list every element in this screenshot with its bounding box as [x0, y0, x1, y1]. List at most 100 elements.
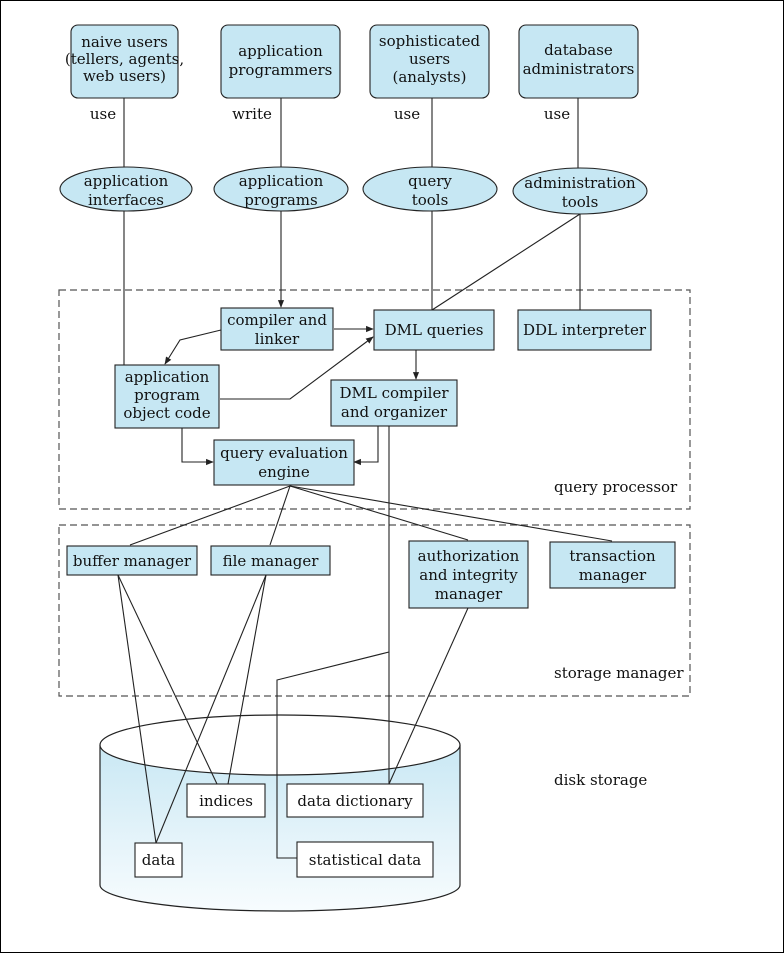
box-ddl-interpreter: DDL interpreter — [517, 309, 652, 351]
label-line: administrators — [523, 60, 635, 78]
label-line: tools — [562, 193, 599, 211]
label-line: manager — [579, 566, 647, 584]
label-line: administration — [524, 174, 636, 192]
label-line: application — [238, 42, 323, 60]
box-dml-queries: DML queries — [373, 309, 495, 351]
label-line: (tellers, agents, — [65, 50, 184, 68]
label-line: DDL interpreter — [523, 321, 647, 339]
label-line: DML queries — [385, 321, 484, 339]
label-line: compiler and — [227, 311, 327, 329]
label-data: data — [142, 851, 176, 869]
label-line: database — [544, 41, 613, 59]
edge-engine-to-transaction — [289, 485, 613, 542]
label-dml-queries: DML queries — [385, 321, 484, 339]
box-data-dictionary: data dictionary — [286, 783, 424, 818]
user-naive-users: naive users(tellers, agents,web users) — [65, 24, 184, 99]
label-line: transaction — [569, 547, 656, 565]
label-line: query — [408, 172, 452, 190]
label-line: web users) — [83, 67, 166, 85]
label-line: and organizer — [341, 403, 448, 421]
storage-manager-region — [58, 524, 691, 697]
label-line: tools — [412, 191, 449, 209]
edge-auth-to-datadictionary — [388, 607, 469, 785]
label-statistical-data: statistical data — [309, 851, 421, 869]
label-query-processor: query processor — [554, 478, 678, 496]
label-line: data — [142, 851, 176, 869]
label-line: application — [84, 172, 169, 190]
edge-objectcode-to-engine — [181, 428, 214, 466]
edge-file-to-indices — [227, 574, 267, 785]
label-disk-storage: disk storage — [554, 771, 647, 789]
label-line: program — [134, 386, 200, 404]
edge-label-use-3: use — [544, 105, 570, 123]
edge-buffer-to-indices — [117, 574, 218, 785]
label-line: naive users — [81, 33, 168, 51]
edge-engine-to-auth — [289, 485, 469, 541]
label-line: (analysts) — [393, 68, 467, 86]
label-indices: indices — [199, 792, 253, 810]
query-processor-region — [58, 289, 691, 510]
edge-label-write: write — [232, 105, 272, 123]
edge-compiler-to-objectcode — [164, 329, 222, 365]
edge-label-use-1: use — [90, 105, 116, 123]
label-line: engine — [258, 463, 310, 481]
label-line: linker — [255, 330, 300, 348]
label-line: application — [125, 368, 210, 386]
label-line: users — [409, 50, 450, 68]
label-line: file manager — [223, 552, 320, 570]
label-ddl-interpreter: DDL interpreter — [523, 321, 647, 339]
label-line: programs — [244, 191, 317, 209]
label-line: sophisticated — [379, 32, 481, 50]
label-line: statistical data — [309, 851, 421, 869]
label-line: data dictionary — [297, 792, 413, 810]
label-line: application — [239, 172, 324, 190]
label-line: buffer manager — [73, 552, 192, 570]
label-data-dictionary: data dictionary — [297, 792, 413, 810]
edge-buffer-to-data — [117, 574, 157, 844]
edge-label-use-2: use — [394, 105, 420, 123]
box-file-manager: file manager — [210, 545, 331, 576]
edge-engine-to-file — [269, 485, 291, 546]
edge-dmlcompiler-to-engine — [353, 426, 379, 466]
label-storage-manager: storage manager — [554, 664, 684, 682]
label-file-manager: file manager — [223, 552, 320, 570]
edge-admintools-to-dml — [431, 213, 581, 311]
edge-file-to-data — [155, 574, 267, 844]
label-buffer-manager: buffer manager — [73, 552, 192, 570]
label-line: DML compiler — [339, 384, 449, 402]
label-line: query evaluation — [220, 444, 348, 462]
edge-engine-to-buffer — [129, 485, 291, 546]
label-naive-users: naive users(tellers, agents,web users) — [65, 33, 184, 85]
edge-objectcode-to-dml — [220, 336, 374, 400]
box-data: data — [134, 842, 183, 878]
label-line: interfaces — [88, 191, 164, 209]
box-statistical-data: statistical data — [296, 841, 434, 878]
label-line: programmers — [229, 61, 333, 79]
box-buffer-manager: buffer manager — [66, 545, 198, 576]
label-line: authorization — [418, 547, 520, 565]
label-line: manager — [435, 585, 503, 603]
